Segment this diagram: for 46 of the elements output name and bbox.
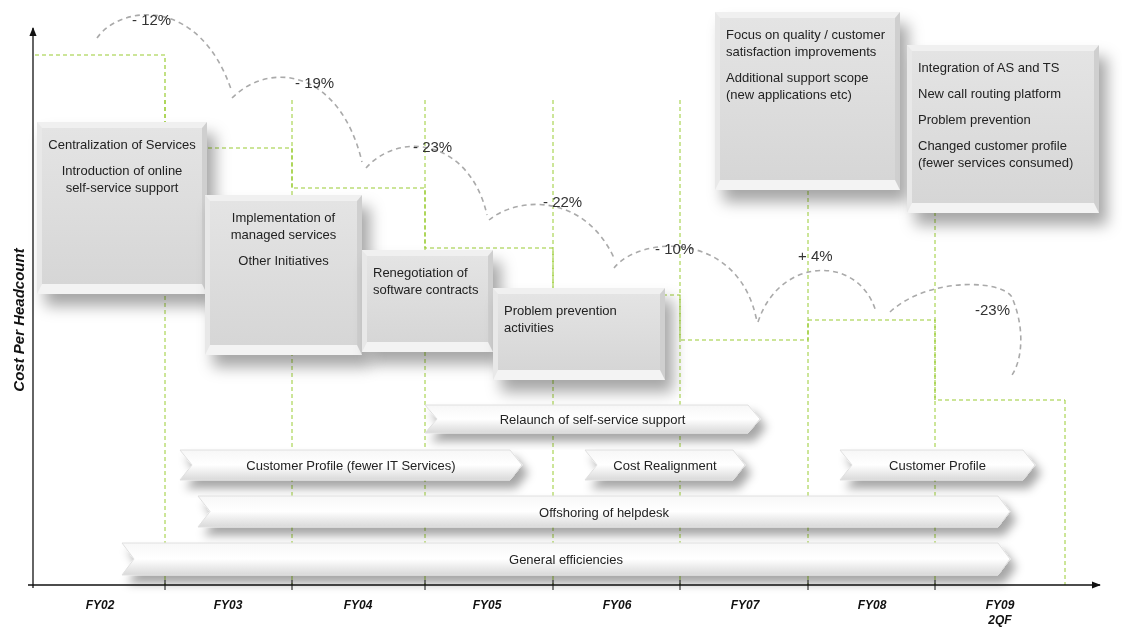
- box-text: Implementation of managed services: [229, 209, 338, 243]
- year-label: FY04: [343, 598, 373, 613]
- initiative-box: [37, 122, 207, 294]
- initiative-box: [907, 45, 1099, 213]
- percent-change: + 4%: [798, 247, 833, 264]
- box-text: Centralization of Services: [48, 136, 196, 153]
- box-text: Integration of AS and TS: [918, 59, 1061, 76]
- box-text: Focus on quality / customer satisfaction improvements: [726, 26, 886, 60]
- box-text: Changed customer profile (fewer services consumed): [918, 137, 1075, 171]
- year-label: FY07: [730, 598, 760, 613]
- box-text: Additional support scope (new applications etc): [726, 69, 870, 103]
- year-label: FY03: [213, 598, 243, 613]
- initiative-box: [493, 288, 665, 380]
- percent-change: - 22%: [543, 193, 583, 210]
- box-text: Other Initiatives: [237, 252, 330, 269]
- year-label: FY09 2QF: [984, 598, 1016, 628]
- banner-text: Customer Profile (fewer IT Services): [245, 457, 457, 473]
- banner-text: Customer Profile: [888, 457, 987, 473]
- banner-text: Cost Realignment: [612, 457, 718, 473]
- initiative-box: [362, 250, 493, 352]
- percent-change: - 23%: [413, 138, 453, 155]
- year-label: FY02: [85, 598, 115, 613]
- banner-text: Relaunch of self-service support: [498, 411, 687, 427]
- banner-text: General efficiencies: [508, 551, 624, 567]
- box-text: Introduction of online self-service support: [60, 162, 184, 196]
- box-text: Problem prevention: [918, 111, 1032, 128]
- arrow-banner: [122, 543, 1010, 575]
- percent-change: - 19%: [295, 74, 335, 91]
- box-text: New call routing platform: [918, 85, 1063, 102]
- banner-text: Offshoring of helpdesk: [538, 504, 670, 519]
- box-text: Renegotiation of software contracts: [373, 264, 480, 298]
- year-label: FY05: [472, 598, 502, 613]
- year-label: FY08: [857, 598, 887, 613]
- percent-change: - 12%: [132, 11, 172, 28]
- arrow-banner: [585, 450, 745, 480]
- box-text: Problem prevention activities: [504, 302, 618, 336]
- axis-title: Cost Per Headcount: [9, 248, 27, 392]
- initiative-box: [205, 195, 362, 355]
- percent-change: -23%: [975, 301, 1011, 318]
- arrow-banner: [180, 450, 522, 480]
- year-label: FY06: [602, 598, 632, 613]
- arrow-banner: [425, 405, 760, 433]
- arrow-banner: [198, 496, 1010, 527]
- initiative-box: [715, 12, 900, 190]
- arrow-banner: [840, 450, 1035, 480]
- percent-change: - 10%: [655, 240, 695, 257]
